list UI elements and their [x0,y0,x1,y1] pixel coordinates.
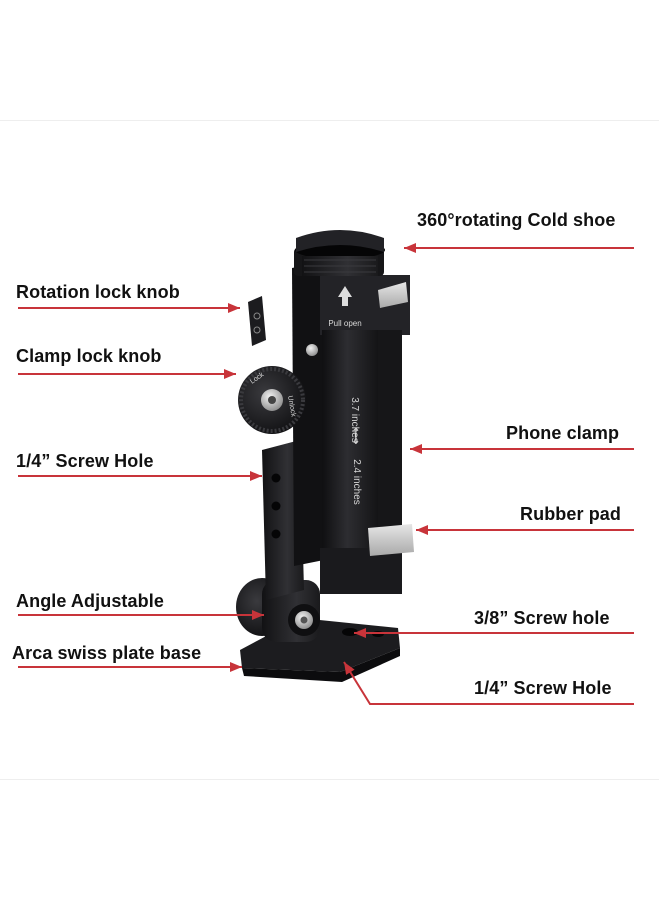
arm-screw-hole-icon [271,473,281,483]
unlock-text: Unlock [286,395,297,418]
arrowhead-icon [354,628,366,638]
arrow-up-icon [338,286,352,306]
label-angle-adjustable: Angle Adjustable [16,591,164,611]
arrowhead-icon [228,303,240,313]
label-cold-shoe: 360°rotating Cold shoe [417,210,616,230]
unlock-symbol-icon [253,326,261,334]
side-screw-icon [306,344,318,356]
arrowhead-icon [404,243,416,253]
label-quarter-screw-hole-side: 1/4” Screw Hole [16,451,154,471]
size-arrow-icon: ⟷ [349,427,363,444]
lock-symbol-icon [253,312,261,320]
label-phone-clamp: Phone clamp [506,423,620,443]
top-rubber-pad [378,282,408,308]
image-panel [0,120,659,780]
callout-arrows [18,243,634,705]
arrow-quarter-screw-base [343,661,634,705]
label-arca-swiss-plate-base: Arca swiss plate base [12,643,202,663]
cold-shoe [294,230,385,276]
arrowhead-icon [230,662,242,672]
arrowhead-icon [250,471,262,481]
min-size-text: 2.4 inches [351,459,362,505]
label-clamp-lock-knob: Clamp lock knob [16,346,162,366]
clamp-lock-knob-shape: Lock Unlock [238,344,318,434]
arrowhead-icon [416,525,428,535]
rubber-pad-shape [368,524,414,556]
phone-clamp-body: Pull open 3.7 inches ⟷ 2.4 inches [292,262,414,594]
pull-open-text: Pull open [328,319,361,328]
label-quarter-screw-hole-base: 1/4” Screw Hole [474,678,612,698]
label-rubber-pad: Rubber pad [520,504,622,524]
arrowhead-icon [410,444,422,454]
rotation-lock-lever [248,296,266,346]
arrowhead-icon [224,369,236,379]
arm-screw-hole-icon [271,529,281,539]
label-three-eighths-screw-hole: 3/8” Screw hole [474,608,610,628]
arrowhead-icon [344,662,355,675]
arrowhead-icon [252,610,264,620]
arm-screw-hole-icon [271,501,281,511]
label-rotation-lock-knob: Rotation lock knob [16,282,180,302]
max-size-text: 3.7 inches [349,397,360,443]
